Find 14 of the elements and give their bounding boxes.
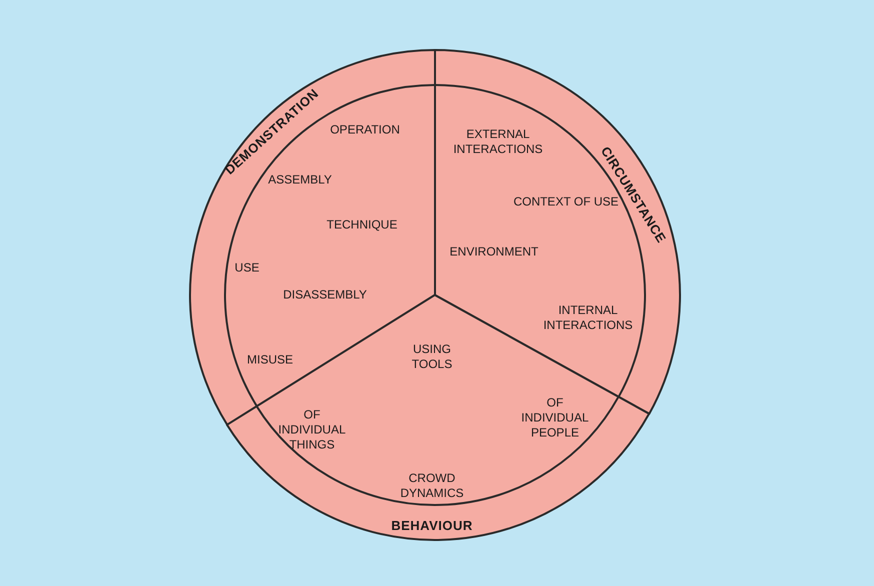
- sector-item: EXTERNAL INTERACTIONS: [452, 127, 544, 157]
- sector-item: DISASSEMBLY: [283, 288, 367, 302]
- sector-heading: BEHAVIOUR: [391, 518, 473, 534]
- sector-item: OF INDIVIDUAL PEOPLE: [520, 396, 590, 440]
- sector-item: CROWD DYNAMICS: [399, 471, 465, 501]
- sector-item: USE: [234, 260, 260, 276]
- sector-item: USING TOOLS: [410, 342, 454, 372]
- sector-item: INTERNAL INTERACTIONS: [542, 303, 634, 333]
- sector-item: ASSEMBLY: [268, 172, 332, 188]
- sector-item: TECHNIQUE: [326, 218, 398, 232]
- sector-item: OF INDIVIDUAL THINGS: [277, 408, 347, 452]
- sector-item: ENVIRONMENT: [450, 244, 538, 260]
- sector-item: OPERATION: [330, 122, 400, 138]
- sector-item: MISUSE: [247, 352, 293, 368]
